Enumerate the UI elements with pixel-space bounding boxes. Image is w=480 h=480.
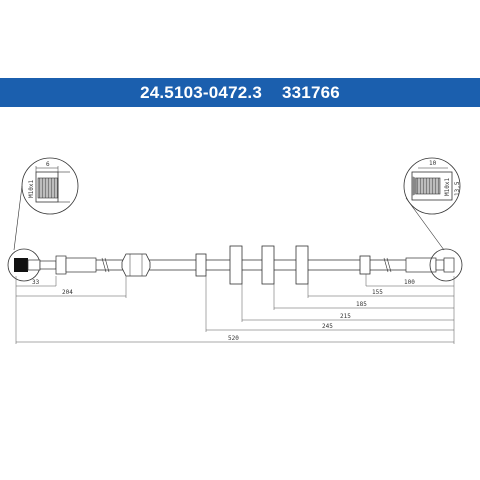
- dim-520: 520: [228, 335, 239, 342]
- clip-1: [195, 253, 207, 277]
- left-width-label: 6: [46, 161, 50, 168]
- dim-155: 155: [372, 289, 383, 296]
- reference-number: 331766: [281, 82, 340, 102]
- title-bar: 24.5103-0472.3 331766: [0, 78, 480, 107]
- clip-2: [229, 245, 243, 285]
- dim-33: 33: [32, 279, 40, 286]
- dim-215: 215: [340, 313, 351, 320]
- right-depth-label: 13,5: [454, 181, 461, 196]
- left-hex-nut: [14, 258, 28, 272]
- brake-hose: [7, 245, 463, 285]
- grommet: [121, 253, 151, 277]
- left-thread-label: M10x1: [28, 180, 35, 198]
- dimension-lines: [15, 274, 455, 344]
- dim-245: 245: [322, 323, 333, 330]
- right-thread-label: M10x1: [444, 178, 451, 196]
- right-end-circle: [429, 248, 463, 282]
- left-fitting-detail: 6 M10x1: [13, 157, 79, 251]
- right-fitting-detail: 10 M10x1 13,5: [403, 157, 461, 251]
- clip-4: [295, 245, 309, 285]
- dim-204: 204: [62, 289, 73, 296]
- right-width-label: 10: [429, 160, 437, 167]
- clip-5: [359, 255, 371, 275]
- right-hex-nut: [443, 257, 455, 273]
- clip-3: [261, 245, 275, 285]
- dim-185: 185: [356, 301, 367, 308]
- part-number: 24.5103-0472.3: [140, 82, 262, 102]
- dim-100: 100: [404, 279, 415, 286]
